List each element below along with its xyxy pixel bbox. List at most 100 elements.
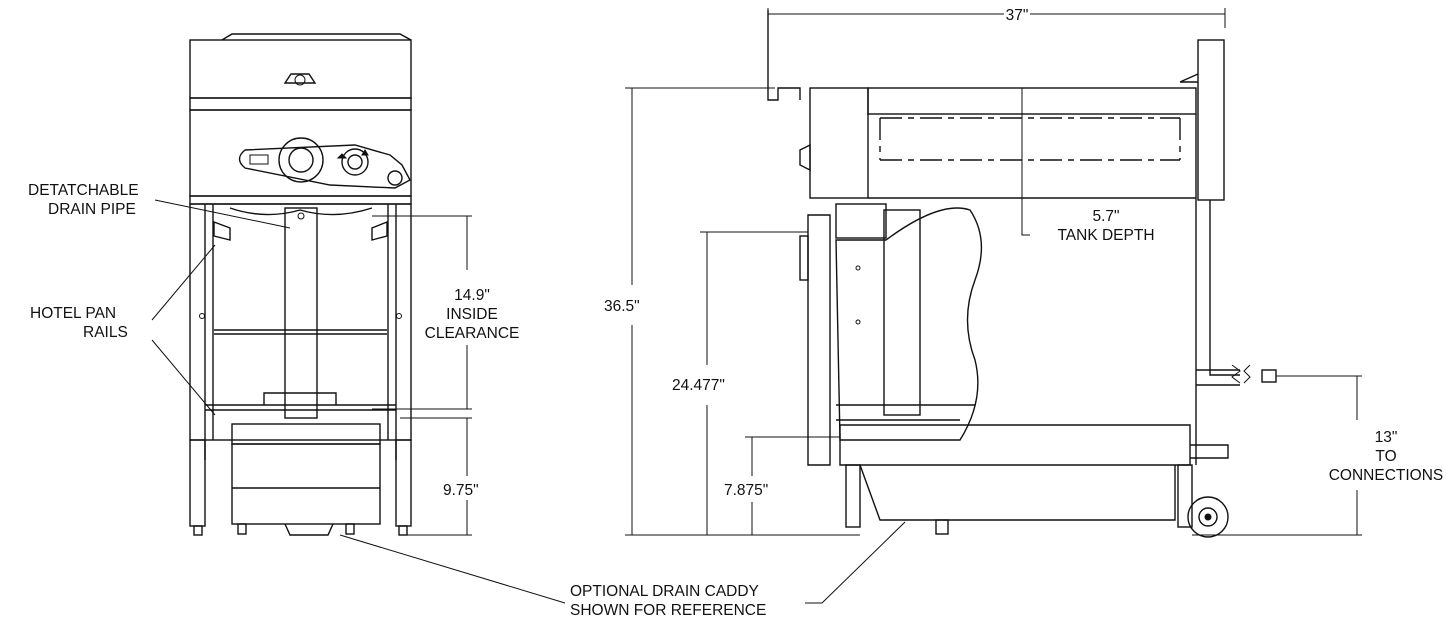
side-cabinet-outline <box>868 114 1197 465</box>
front-left-leg <box>189 439 206 527</box>
side-view <box>767 10 1277 538</box>
front-caddy-wheel-right <box>345 523 355 535</box>
inside-clearance-value: 14.9" <box>454 287 490 304</box>
connections-height-label-line2: CONNECTIONS <box>1329 467 1444 484</box>
diagram-labels: DETATCHABLE DRAIN PIPE HOTEL PAN RAILS 1… <box>28 7 1443 619</box>
side-break-symbol <box>1231 364 1251 384</box>
front-secondary-knob <box>347 154 363 170</box>
side-tank-bottom <box>836 404 975 421</box>
front-top-lid <box>221 33 412 41</box>
front-drain-fitting <box>263 392 337 405</box>
side-door <box>807 214 831 466</box>
front-door-frame <box>212 204 389 440</box>
drain-caddy-leaders <box>339 521 906 604</box>
side-caddy-top <box>839 424 1191 466</box>
side-drain-pipe <box>883 209 921 416</box>
side-basket-hook <box>767 10 801 101</box>
front-hotel-pan-rail <box>214 329 387 335</box>
front-cabinet <box>189 203 412 441</box>
front-right-leg <box>395 439 412 527</box>
front-caddy-body <box>231 443 381 525</box>
side-cutaway <box>835 207 983 441</box>
front-side-legs-inner <box>204 204 397 460</box>
front-caddy-spout <box>284 523 334 536</box>
side-rear-leg <box>1177 464 1193 528</box>
tank-depth-value: 5.7" <box>1092 208 1119 225</box>
side-rivet-lower <box>855 319 861 325</box>
front-pan-rail-brackets <box>213 220 388 241</box>
tank-bottom-dimension-line <box>700 231 808 535</box>
overall-depth-label: 37" <box>1006 7 1029 24</box>
caddy-top-dimension-line <box>745 436 840 535</box>
side-front-bracket <box>835 203 887 239</box>
side-control-housing <box>809 87 869 199</box>
hotel-pan-rails-leaders <box>151 244 216 416</box>
drain-pipe-label-line2: DRAIN PIPE <box>48 201 136 218</box>
side-wheel-hub <box>1198 507 1218 527</box>
front-indicator-knob <box>387 170 403 186</box>
drain-pipe-leader <box>154 199 291 229</box>
front-dimensions <box>151 199 472 536</box>
tank-bottom-height-label: 24.477" <box>672 377 725 394</box>
overall-height-dimension-line <box>625 87 860 536</box>
side-tank-hidden-line <box>879 117 1181 161</box>
front-rivet-right <box>396 313 402 319</box>
front-view <box>189 33 412 536</box>
front-drain-pipe <box>284 207 318 419</box>
connections-height-value: 13" <box>1375 429 1398 446</box>
front-caddy-wheel-left <box>237 523 247 535</box>
connections-height-label-line1: TO <box>1375 448 1396 465</box>
front-rivet-left <box>199 313 205 319</box>
front-caddy-top <box>231 423 381 445</box>
front-control-plate <box>238 144 411 189</box>
front-display <box>249 154 269 165</box>
overall-height-label: 36.5" <box>604 298 640 315</box>
front-temperature-knob <box>288 147 314 173</box>
hotel-pan-rails-label-line2: RAILS <box>83 324 128 341</box>
front-drain-pipe-pin <box>297 212 305 220</box>
caddy-height-label: 9.75" <box>443 482 479 499</box>
front-lid-handle-hole <box>294 74 306 86</box>
overall-depth-dimension-line <box>767 8 1226 28</box>
front-temperature-knob-ring <box>278 137 324 183</box>
drain-caddy-label-line2: SHOWN FOR REFERENCE <box>570 602 766 619</box>
front-control-panel <box>189 109 412 197</box>
front-tank-bottom <box>229 207 373 216</box>
front-secondary-knob-ring <box>341 148 369 176</box>
drain-pipe-label-line1: DETATCHABLE <box>28 182 139 199</box>
inside-clearance-label-line2: CLEARANCE <box>425 325 520 342</box>
side-caddy-body <box>859 464 1176 521</box>
front-bottom-frame <box>205 404 396 411</box>
side-gas-connector <box>1261 369 1277 383</box>
side-rivet-upper <box>855 265 861 271</box>
caddy-top-height-label: 7.875" <box>724 482 768 499</box>
drain-caddy-label-line1: OPTIONAL DRAIN CADDY <box>570 583 759 600</box>
tank-depth-label: TANK DEPTH <box>1057 227 1154 244</box>
side-caddy-handle <box>1190 444 1229 459</box>
tank-depth-leader <box>1021 88 1030 236</box>
connections-height-dimension-line <box>1192 375 1362 536</box>
caddy-height-dimension-line <box>400 417 472 536</box>
front-lid-handle <box>283 73 317 84</box>
front-top-panel <box>189 39 412 99</box>
front-control-symbols <box>336 149 369 159</box>
hotel-pan-rails-label-line1: HOTEL PAN <box>30 305 116 322</box>
side-flue-lip <box>1179 73 1199 83</box>
inside-clearance-dimension-line <box>372 215 472 410</box>
side-wheel-axle <box>1204 513 1212 521</box>
side-caddy-foot <box>935 519 949 535</box>
side-top-rail <box>867 87 1197 115</box>
side-knob <box>799 143 811 172</box>
side-wheel <box>1187 496 1229 538</box>
front-top-band <box>189 97 412 111</box>
side-gas-pipe <box>1196 200 1240 386</box>
side-dimensions <box>339 8 1362 604</box>
side-back-flue <box>1197 39 1225 201</box>
front-right-foot <box>398 525 408 536</box>
front-control-bottom-band <box>189 195 412 205</box>
front-left-foot <box>193 525 203 536</box>
side-front-leg <box>845 464 861 528</box>
side-door-hinge <box>799 235 809 281</box>
